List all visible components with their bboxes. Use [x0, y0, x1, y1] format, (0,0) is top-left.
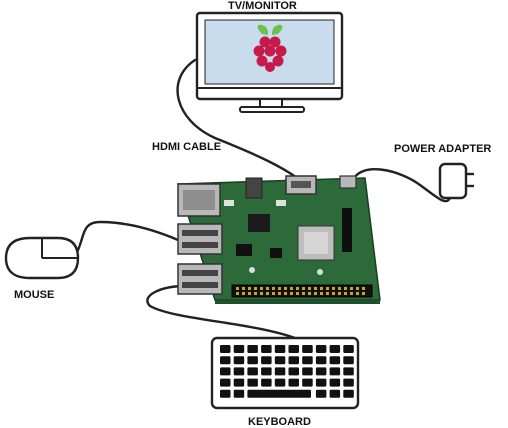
keyboard-key: [274, 378, 286, 387]
keyboard-key: [247, 378, 258, 387]
keyboard-key: [343, 356, 354, 365]
keyboard-key: [343, 378, 354, 387]
keyboard-key: [288, 378, 299, 387]
keyboard-key: [220, 367, 231, 376]
keyboard-key: [261, 345, 272, 353]
keyboard-key: [233, 367, 245, 376]
keyboard-key: [233, 378, 245, 387]
keyboard-key: [261, 356, 272, 365]
keyboard-key: [343, 367, 354, 376]
keyboard-key: [329, 356, 341, 365]
keyboard-key: [247, 367, 258, 376]
keyboard-key: [274, 356, 286, 365]
label-power-adapter: POWER ADAPTER: [394, 143, 491, 155]
keyboard-key: [274, 367, 286, 376]
keyboard-key: [315, 367, 327, 376]
keyboard-icon: [210, 336, 360, 410]
cables: [73, 58, 452, 340]
gpio-pins: [236, 287, 365, 295]
keyboard-key: [288, 345, 299, 353]
keyboard-key: [329, 389, 341, 398]
keyboard-key: [220, 345, 231, 353]
keyboard-key: [329, 345, 341, 353]
keyboard-key: [329, 378, 341, 387]
mouse-icon: [4, 236, 80, 280]
keyboard-cable: [146, 284, 297, 340]
keyboard-key: [233, 389, 245, 398]
raspberry-pi-logo-icon: [253, 24, 287, 72]
keyboard-key: [261, 378, 272, 387]
keyboard-key: [288, 356, 299, 365]
label-mouse: MOUSE: [14, 289, 54, 301]
keyboard-key: [329, 367, 341, 376]
keyboard-key: [302, 378, 313, 387]
keyboard-key: [343, 389, 354, 398]
keyboard-key: [302, 367, 313, 376]
label-tv-monitor: TV/MONITOR: [228, 0, 297, 12]
keyboard-key: [233, 356, 245, 365]
keyboard-key: [220, 389, 231, 398]
hdmi-cable: [176, 58, 302, 182]
keyboard-key: [274, 345, 286, 353]
keyboard-key: [261, 367, 272, 376]
keyboard-key: [343, 345, 354, 353]
keyboard-key: [315, 378, 327, 387]
keyboard-key: [315, 389, 327, 398]
keyboard-key: [220, 378, 231, 387]
keyboard-key: [233, 345, 245, 353]
raspberry-pi-board-icon: [176, 175, 381, 304]
keyboard-key: [315, 356, 327, 365]
power-adapter-icon: [438, 162, 474, 200]
keyboard-key: [315, 345, 327, 353]
keyboard-key: [220, 356, 231, 365]
power-cable: [350, 168, 452, 203]
mouse-cable: [73, 220, 180, 258]
label-keyboard: KEYBOARD: [248, 416, 311, 428]
keyboard-keys: [220, 345, 354, 398]
keyboard-key: [247, 345, 258, 353]
keyboard-key: [302, 345, 313, 353]
keyboard-key: [247, 356, 258, 365]
keyboard-key: [288, 367, 299, 376]
keyboard-key: [247, 389, 311, 398]
keyboard-key: [302, 356, 313, 365]
label-hdmi-cable: HDMI CABLE: [152, 141, 221, 153]
